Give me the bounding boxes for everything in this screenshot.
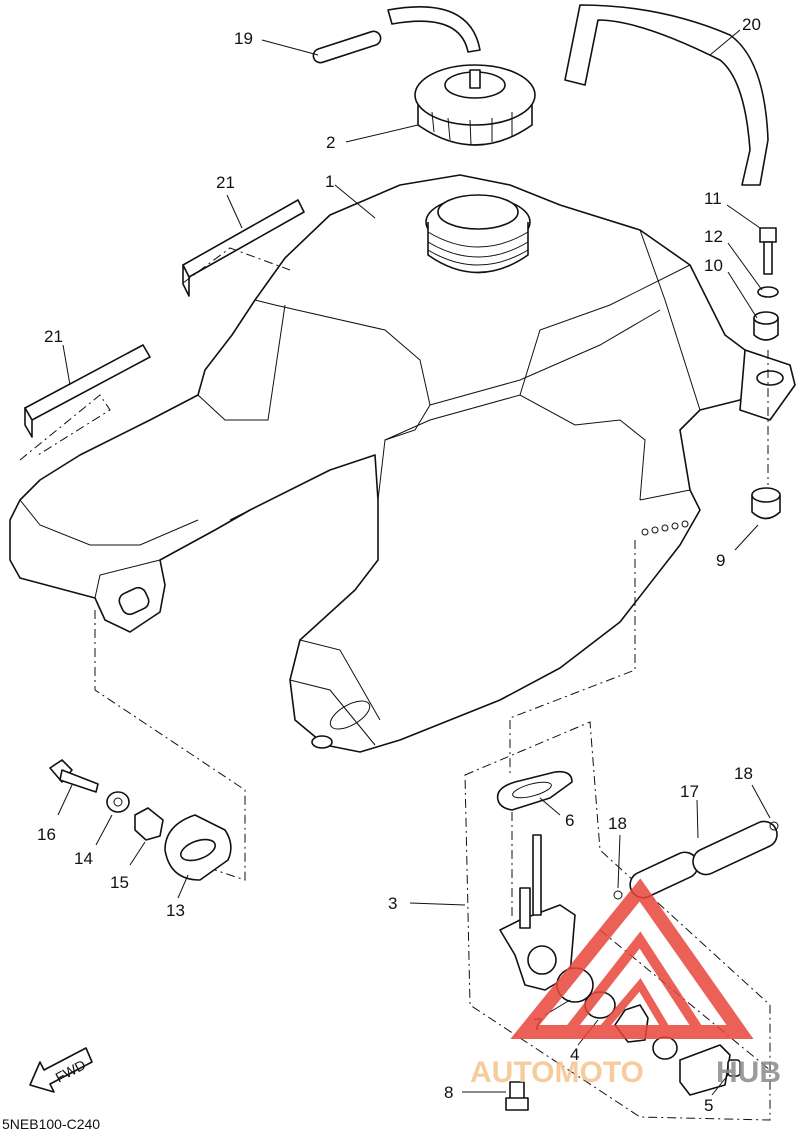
callout-17: 17 [680,782,699,801]
callout-12: 12 [704,227,723,246]
callout-11: 11 [704,189,722,208]
callout-21-upper: 21 [216,173,235,192]
callout-18-right: 18 [734,764,753,783]
callout-5: 5 [704,1096,713,1115]
callout-4: 4 [570,1045,579,1064]
callout-1: 1 [325,172,334,191]
front-mount-hardware [49,759,232,881]
damper-strips [24,199,305,438]
watermark-logo-icon [510,878,754,1039]
callout-9: 9 [716,551,725,570]
diagram-code: 5NEB100-C240 [2,1116,100,1132]
callout-2: 2 [326,133,335,152]
automotohub-watermark: AUTOMOTO HUB [470,878,781,1089]
watermark-brand-right: HUB [716,1056,781,1089]
callout-14: 14 [74,849,93,868]
callout-20: 20 [742,15,761,34]
vent-hose [312,6,481,64]
rear-mount-hardware [751,227,781,520]
callout-19: 19 [234,29,253,48]
callout-6: 6 [565,811,574,830]
fuel-tank [9,174,796,753]
callout-13: 13 [166,901,185,920]
fuel-cap [414,64,536,146]
callout-3: 3 [388,894,397,913]
watermark-brand-left: AUTOMOTO [470,1056,644,1089]
callout-10: 10 [704,256,723,275]
callout-21-lower: 21 [44,327,63,346]
alignment-lines [19,247,636,881]
callout-16: 16 [37,825,56,844]
callout-18-left: 18 [608,814,627,833]
callout-8: 8 [444,1083,453,1102]
fwd-arrow-indicator: FWD [29,1047,93,1093]
tank-band [564,4,769,186]
fuel-cock-assembly [464,721,779,1121]
callout-15: 15 [110,873,129,892]
